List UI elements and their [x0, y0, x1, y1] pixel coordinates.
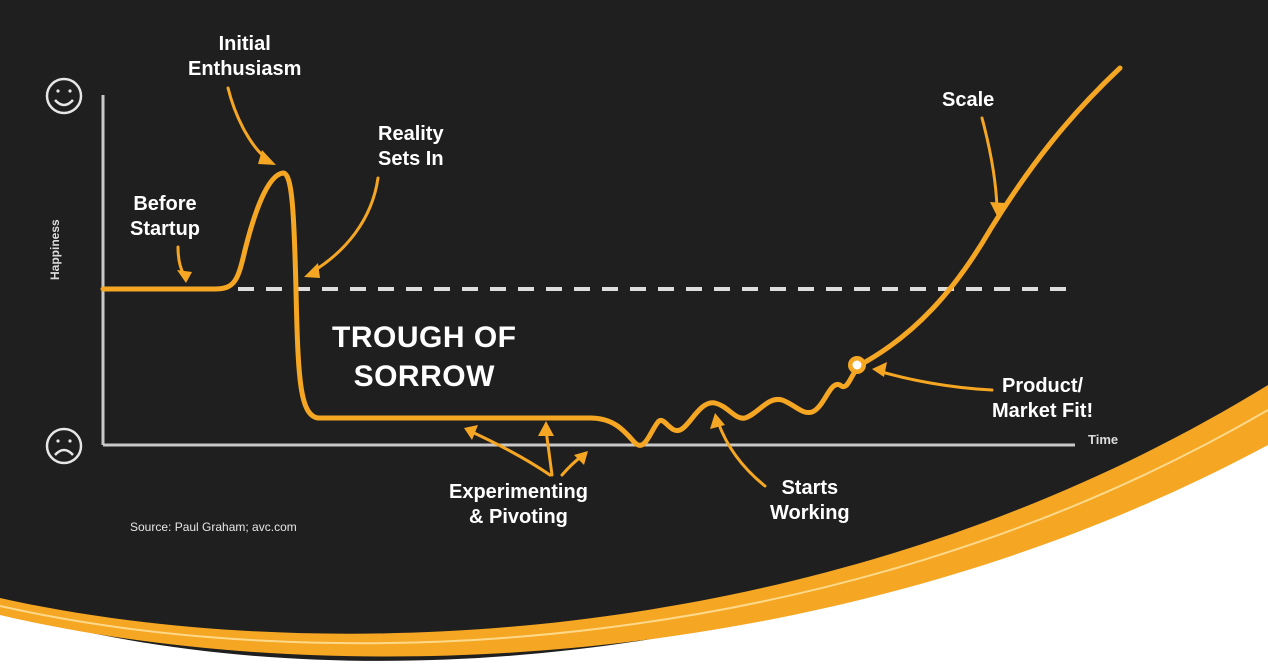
- x-axis-label: Time: [1088, 432, 1119, 447]
- happy-face-icon: [45, 77, 83, 115]
- arrow-product-market-fit: [880, 370, 994, 392]
- label-product-market-fit-line1: Product/: [1002, 375, 1084, 397]
- arrowhead-experimenting-3: [574, 451, 588, 465]
- label-initial-enthusiasm: Initial Enthusiasm: [188, 32, 301, 82]
- label-starts-working-line2: Working: [770, 502, 850, 524]
- arrow-experimenting-1: [470, 430, 552, 477]
- label-trough-of-sorrow: TROUGH OF SORROW: [332, 318, 517, 396]
- bottom-white-area: [0, 420, 1268, 671]
- happy-face-right-eye: [68, 89, 72, 93]
- sad-face-outline: [45, 427, 83, 465]
- label-scale: Scale: [942, 89, 995, 111]
- label-reality-sets-in-line2: Sets In: [378, 148, 444, 170]
- arrowhead-starts-working: [710, 413, 725, 429]
- label-starts-working-line1: Starts: [781, 477, 839, 499]
- arrowhead-experimenting-1: [464, 425, 478, 440]
- label-product-market-fit-line2: Market Fit!: [992, 400, 1094, 422]
- label-reality-sets-in-line1: Reality: [378, 123, 444, 145]
- label-experimenting-pivoting-line2: & Pivoting: [469, 506, 568, 528]
- sad-face-left-eye: [56, 439, 60, 443]
- label-initial-enthusiasm-line2: Enthusiasm: [188, 58, 302, 80]
- happy-face-left-eye: [56, 89, 60, 93]
- arrow-starts-working: [716, 420, 767, 488]
- arrowhead-product-market-fit: [872, 362, 887, 377]
- sad-face-right-eye: [68, 439, 72, 443]
- arrow-scale: [980, 116, 999, 210]
- product-market-fit-marker-center: [852, 360, 862, 370]
- arrowhead-scale: [990, 202, 1005, 218]
- y-axis-label: Happiness: [48, 219, 62, 280]
- label-product-market-fit: Product/ Market Fit!: [992, 374, 1093, 424]
- arrow-reality-sets-in: [310, 176, 380, 274]
- arrowhead-experimenting-2: [538, 421, 554, 436]
- arrowhead-before-startup: [177, 270, 192, 283]
- label-reality-sets-in: Reality Sets In: [378, 122, 444, 172]
- label-initial-enthusiasm-line1: Initial: [218, 33, 271, 55]
- happiness-curve: [100, 65, 1123, 448]
- label-starts-working: Starts Working: [770, 476, 850, 526]
- label-before-startup-line2: Startup: [130, 218, 200, 240]
- happy-face-mouth: [54, 99, 74, 107]
- label-before-startup-line1: Before: [133, 193, 197, 215]
- label-trough-of-sorrow-line1: TROUGH OF: [332, 321, 517, 354]
- arrowhead-reality-sets-in: [304, 263, 320, 278]
- arrowhead-initial-enthusiasm: [258, 150, 276, 165]
- label-before-startup: Before Startup: [130, 192, 200, 242]
- label-experimenting-pivoting: Experimenting & Pivoting: [449, 480, 588, 530]
- happy-face-outline: [45, 77, 83, 115]
- source-credit: Source: Paul Graham; avc.com: [130, 520, 297, 534]
- swoosh-highlight: [0, 409, 1268, 645]
- sad-face-icon: [45, 427, 83, 465]
- sad-face-mouth: [54, 448, 74, 456]
- arrow-heads: [177, 150, 1005, 465]
- label-experimenting-pivoting-line1: Experimenting: [449, 481, 588, 503]
- label-trough-of-sorrow-line2: SORROW: [353, 360, 495, 393]
